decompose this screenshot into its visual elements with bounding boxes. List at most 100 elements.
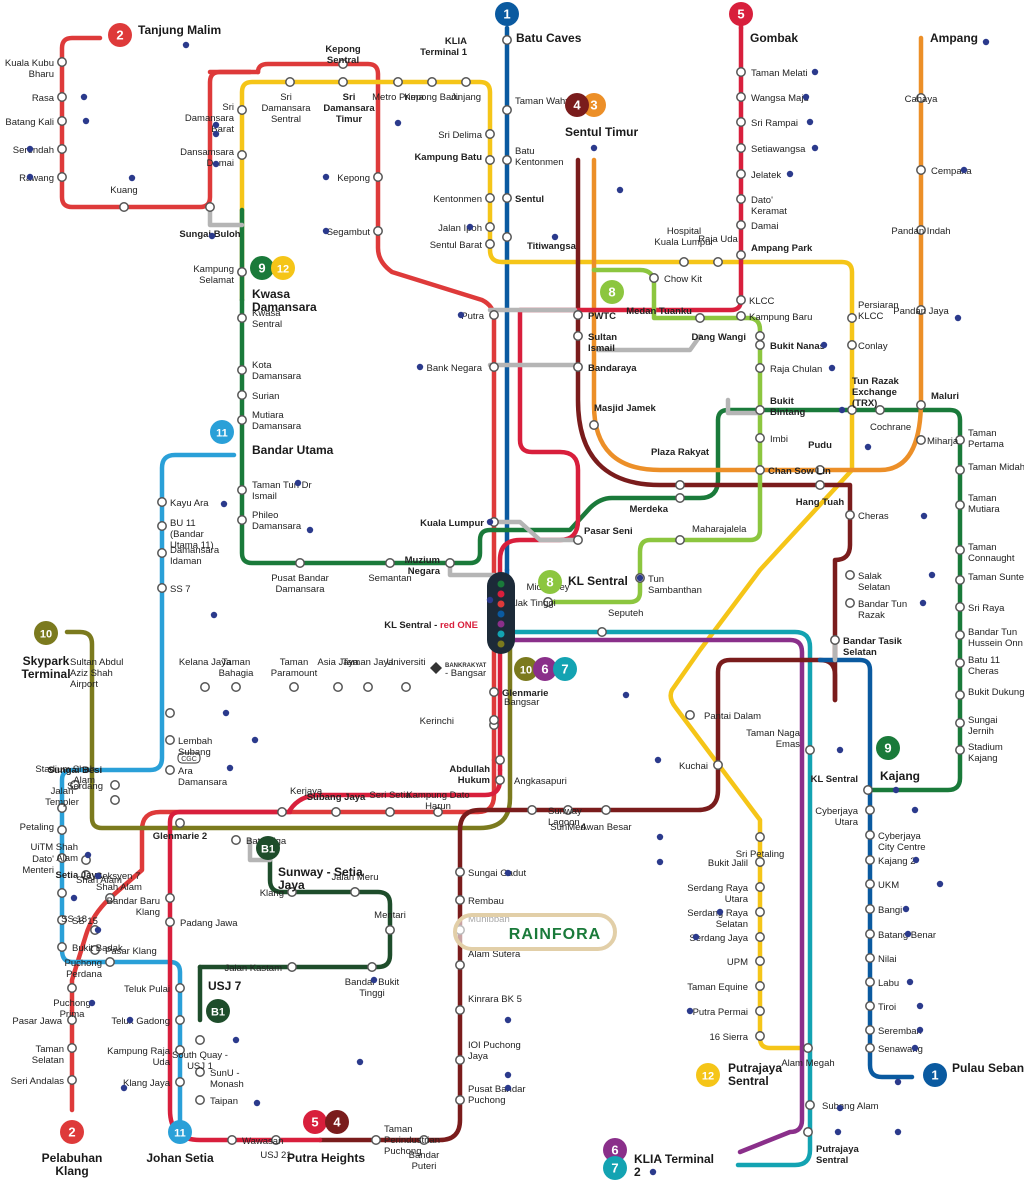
station-marker-sri-raya[interactable] — [955, 602, 965, 612]
station-marker-puchong-perdana[interactable] — [105, 957, 115, 967]
station-marker-bandar-baru-klang[interactable] — [165, 893, 175, 903]
station-marker-sri-rampai[interactable] — [736, 117, 746, 127]
station-marker-phileo-damansara[interactable] — [237, 515, 247, 525]
station-marker-labu[interactable] — [865, 977, 875, 987]
station-marker-pwtc[interactable] — [573, 310, 583, 320]
station-marker-dang-wangi[interactable] — [755, 331, 765, 341]
station-marker-kampung-batu[interactable] — [485, 155, 495, 165]
station-marker-dato-keramat[interactable] — [736, 194, 746, 204]
station-marker-batu-11-cheras[interactable] — [955, 658, 965, 668]
station-marker-klang[interactable] — [287, 887, 297, 897]
station-marker-tun-razak-exchange-trx[interactable] — [847, 405, 857, 415]
station-marker-sungai-jernih[interactable] — [955, 718, 965, 728]
station-marker-muzium-negara[interactable] — [445, 558, 455, 568]
station-marker-stadium-kajang[interactable] — [955, 745, 965, 755]
station-marker-bukit-nanas[interactable] — [755, 340, 765, 350]
station-marker-kepong-baru[interactable] — [427, 77, 437, 87]
station-marker-kepong[interactable] — [373, 172, 383, 182]
station-marker-hospital-kuala-lumpur[interactable] — [679, 257, 689, 267]
station-marker-padang-jawa[interactable] — [165, 917, 175, 927]
station-marker-taman-suntex[interactable] — [955, 575, 965, 585]
station-marker-kampung-raja-uda[interactable] — [175, 1045, 185, 1055]
kl-sentral-interchange-node-icon[interactable] — [487, 572, 515, 654]
station-marker-chow-kit[interactable] — [649, 273, 659, 283]
station-marker-pasar-klang[interactable] — [90, 945, 100, 955]
station-marker-damansara-idaman[interactable] — [157, 548, 167, 558]
station-marker-kerjaya[interactable] — [277, 807, 287, 817]
station-marker-taman-midah[interactable] — [955, 465, 965, 475]
station-marker-seremban[interactable] — [865, 1025, 875, 1035]
station-marker-kerinchi[interactable] — [489, 715, 499, 725]
station-marker-titiwangsa[interactable] — [502, 232, 512, 242]
station-marker-ss-15[interactable] — [57, 915, 67, 925]
station-marker-persiaran-klcc[interactable] — [847, 313, 857, 323]
station-marker-pusat-bandar-damansara[interactable] — [295, 558, 305, 568]
station-marker-sri-damansara-barat[interactable] — [237, 105, 247, 115]
station-marker-jalan-kastam[interactable] — [287, 962, 297, 972]
station-marker-batang-kali[interactable] — [57, 116, 67, 126]
station-marker-abdullah-hukum[interactable] — [495, 755, 505, 765]
station-marker-merdeka[interactable] — [675, 493, 685, 503]
station-marker-sri-delima[interactable] — [485, 129, 495, 139]
station-marker-puchong-prima[interactable] — [67, 983, 77, 993]
station-marker-sunu-monash[interactable] — [195, 1067, 205, 1077]
station-marker-taman-selatan[interactable] — [67, 1043, 77, 1053]
station-marker-jelatek[interactable] — [736, 169, 746, 179]
station-marker-kampung-selamat[interactable] — [237, 267, 247, 277]
station-marker-salak-selatan[interactable] — [845, 570, 855, 580]
station-marker-teluk-pulai[interactable] — [175, 983, 185, 993]
station-marker-bukit-badak[interactable] — [57, 942, 67, 952]
station-marker-masjid-jamek[interactable] — [589, 420, 599, 430]
station-marker-kuchai[interactable] — [713, 760, 723, 770]
station-marker-lembah-subang[interactable] — [165, 735, 175, 745]
station-marker-dansamsara-damai[interactable] — [237, 150, 247, 160]
station-marker-sri-damansara-timur[interactable] — [338, 77, 348, 87]
station-marker-kuala-kubu-bharu[interactable] — [57, 57, 67, 67]
station-marker-bukit-jalil[interactable] — [755, 857, 765, 867]
station-marker-kelana-jaya[interactable] — [200, 682, 210, 692]
station-marker-pusat-bandar-puchong[interactable] — [455, 1095, 465, 1105]
station-marker-batu-kentonmen[interactable] — [502, 155, 512, 165]
station-marker-jinjang[interactable] — [461, 77, 471, 87]
station-marker-jalan-meru[interactable] — [350, 887, 360, 897]
station-marker-subang-alam[interactable] — [805, 1100, 815, 1110]
station-marker-ara-damansara[interactable] — [165, 765, 175, 775]
station-marker-mid-valley[interactable] — [543, 597, 553, 607]
station-marker-hang-tuah[interactable] — [815, 480, 825, 490]
station-marker-serdang-raya-utara[interactable] — [755, 882, 765, 892]
station-marker-segambut[interactable] — [373, 226, 383, 236]
station-marker-wawasan[interactable] — [227, 1135, 237, 1145]
station-marker-klcc[interactable] — [736, 295, 746, 305]
station-marker-cochrane[interactable] — [875, 405, 885, 415]
station-marker-sentul-barat[interactable] — [485, 239, 495, 249]
station-marker-setiawangsa[interactable] — [736, 143, 746, 153]
station-marker-wangsa-maju[interactable] — [736, 92, 746, 102]
station-marker-maluri[interactable] — [916, 400, 926, 410]
station-marker-kajang-2[interactable] — [865, 855, 875, 865]
station-marker-rembau[interactable] — [455, 895, 465, 905]
station-marker-pudu[interactable] — [815, 465, 825, 475]
station-marker-senawang[interactable] — [865, 1043, 875, 1053]
station-marker-bandar-tun-hussein-onn[interactable] — [955, 630, 965, 640]
station-marker-serdang-jaya[interactable] — [755, 932, 765, 942]
station-marker-kl-sentral[interactable] — [863, 785, 873, 795]
station-marker-putrajaya-sentral[interactable] — [803, 1127, 813, 1137]
station-marker-sri-petaling[interactable] — [755, 832, 765, 842]
station-marker-kinrara-bk-5[interactable] — [455, 1005, 465, 1015]
station-marker-taman-wahyu[interactable] — [502, 105, 512, 115]
station-marker-nilai[interactable] — [865, 953, 875, 963]
station-marker-sunmed[interactable] — [563, 805, 573, 815]
station-marker-taman-mutiara[interactable] — [955, 500, 965, 510]
station-marker-jalan-templer[interactable] — [57, 803, 67, 813]
station-marker-glenmarie[interactable] — [489, 687, 499, 697]
station-marker-16-sierra[interactable] — [755, 1031, 765, 1041]
station-marker-cempaka[interactable] — [916, 165, 926, 175]
station-marker-jalan-ipoh[interactable] — [485, 222, 495, 232]
station-marker-kepong-sentral[interactable] — [338, 59, 348, 69]
station-marker-sultan-ismail[interactable] — [573, 331, 583, 341]
station-marker-taman-connaught[interactable] — [955, 545, 965, 555]
station-marker-putra-permai[interactable] — [755, 1006, 765, 1016]
station-marker-taman-bahagia[interactable] — [231, 682, 241, 692]
station-marker-serdang-raya-selatan[interactable] — [755, 907, 765, 917]
station-marker-kuang[interactable] — [119, 202, 129, 212]
